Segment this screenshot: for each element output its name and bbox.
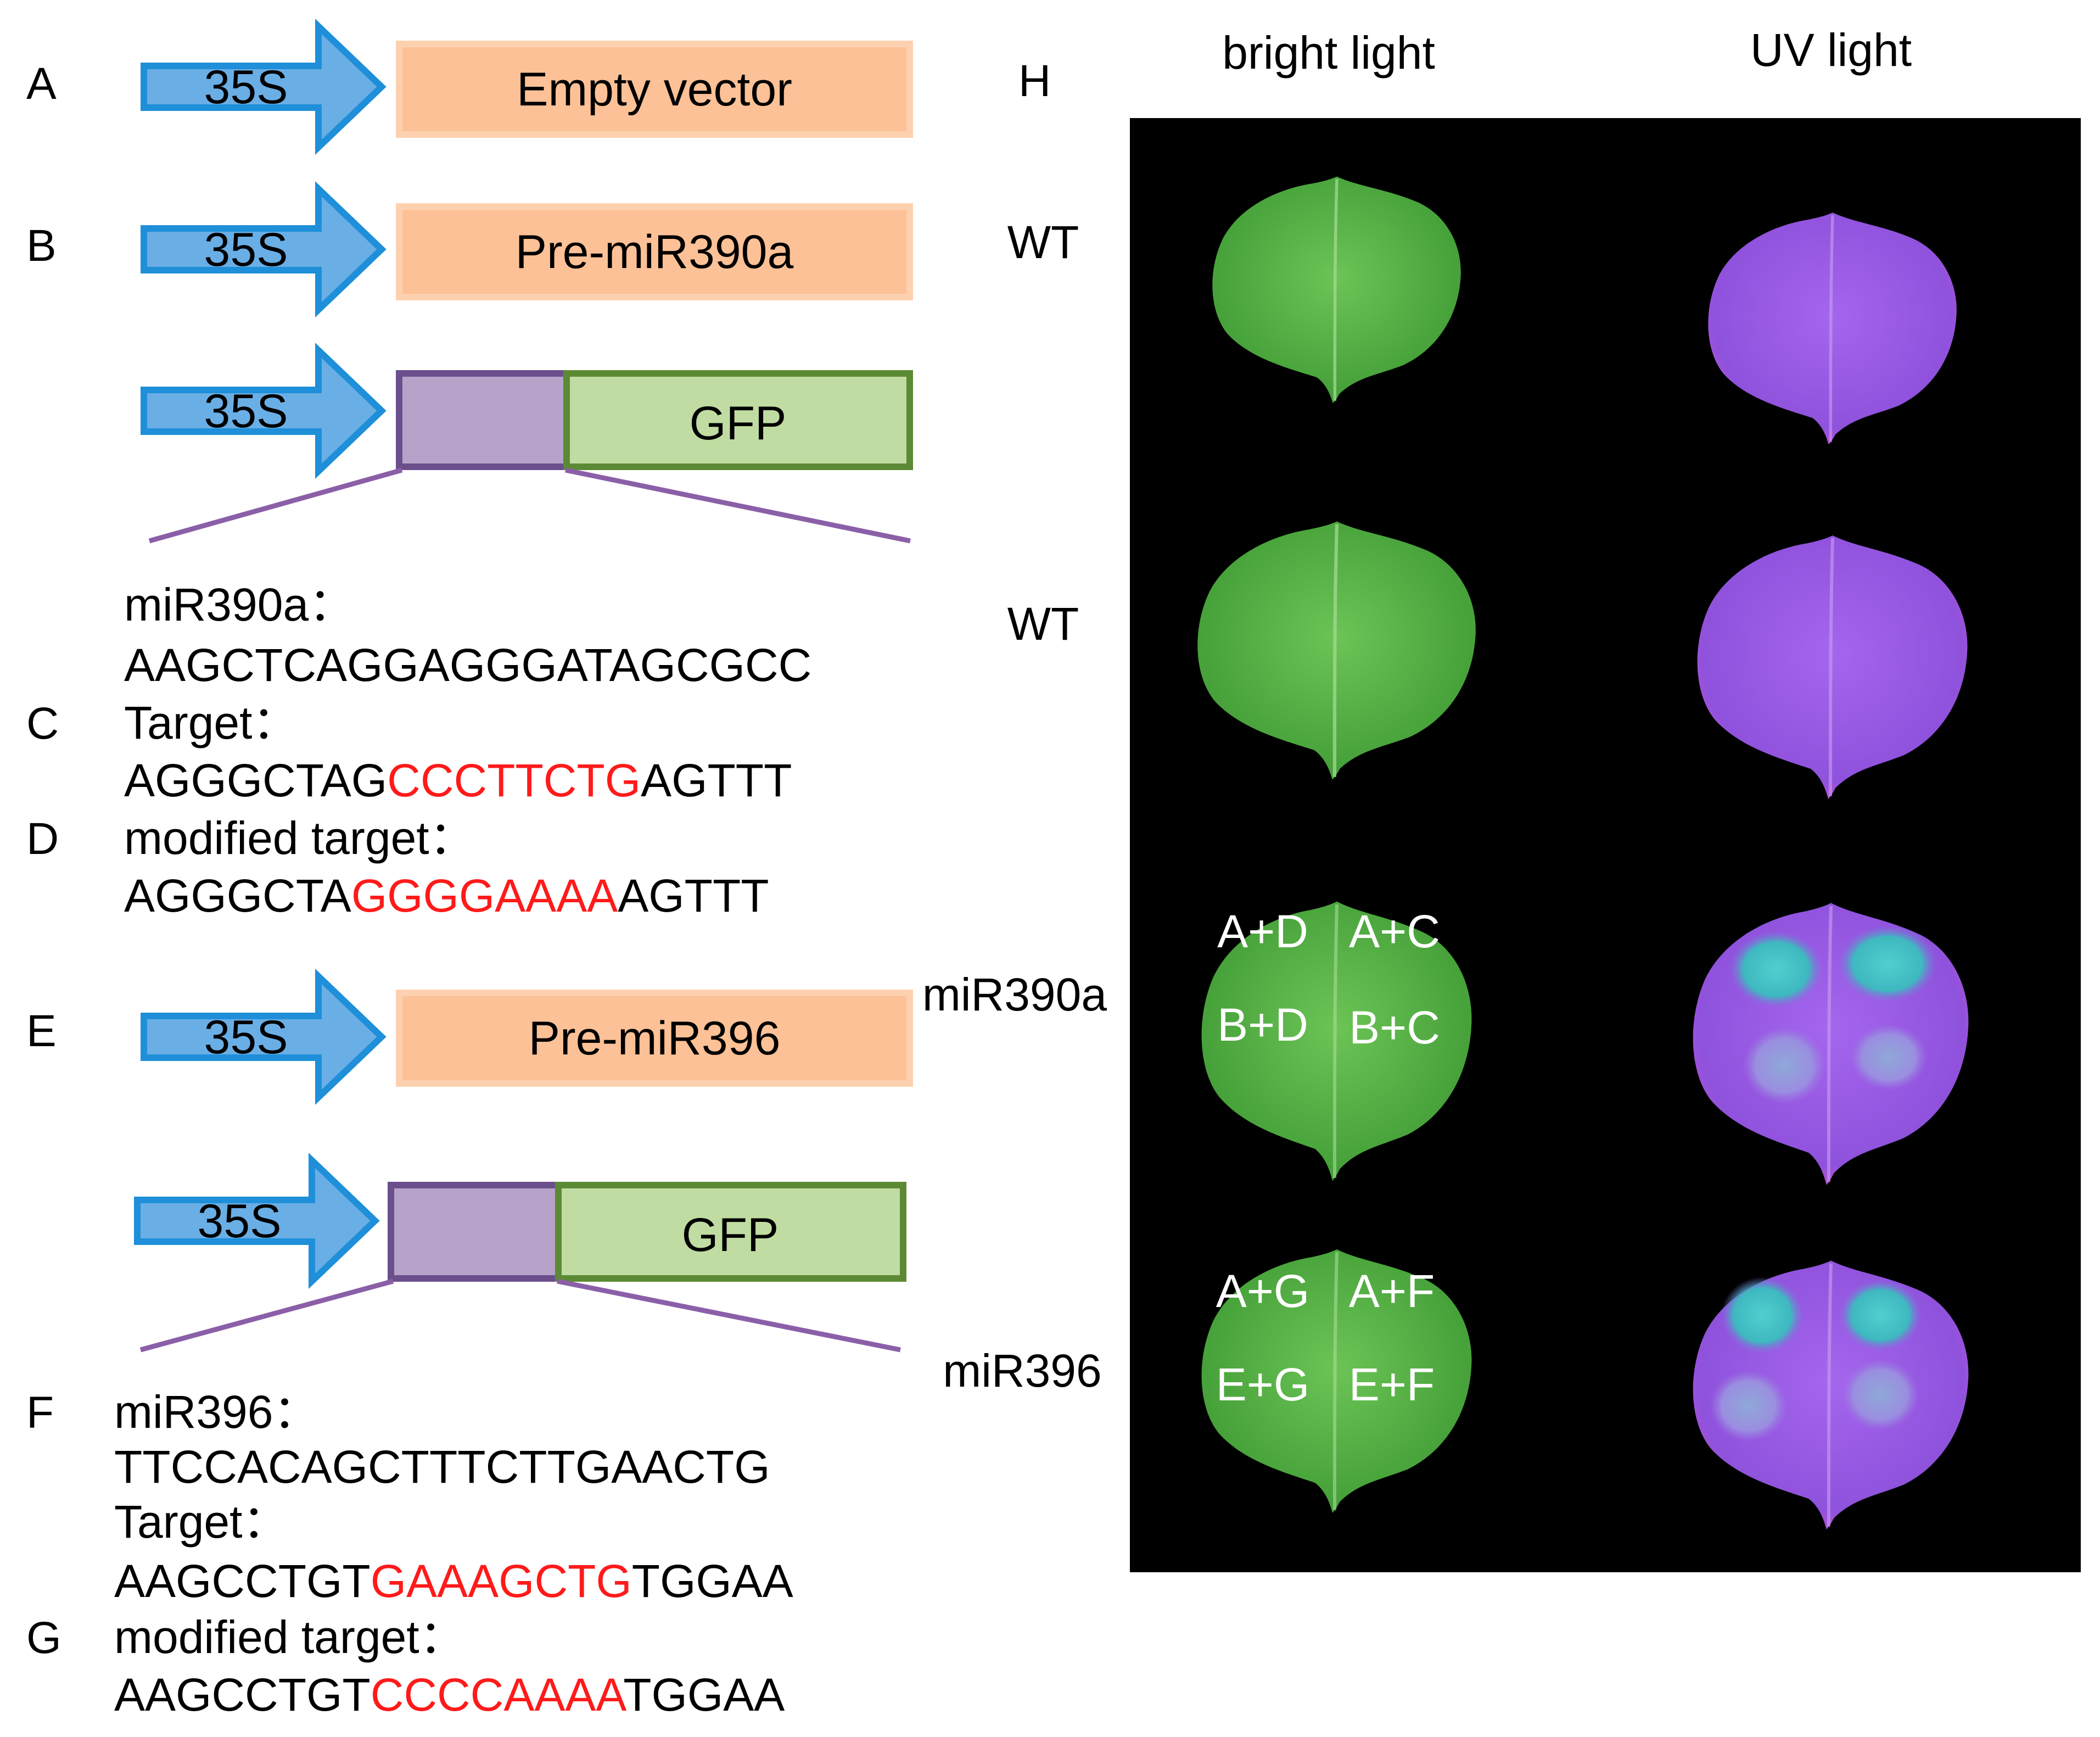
spot-label-e-g: E+G xyxy=(1216,1359,1309,1410)
leaf-wt2-bright xyxy=(1197,521,1476,780)
empty-vector-box xyxy=(396,41,913,138)
modified-target-label: modified target： xyxy=(114,1611,466,1663)
zoom-line-left xyxy=(148,467,403,544)
modified-target-sequence: AAGCCTGTCCCCAAAATGGAA xyxy=(114,1669,785,1721)
promoter-label: 35S xyxy=(204,224,288,276)
target-sequence-5prime: AAGCCTGT xyxy=(114,1555,371,1607)
sensor-construct-mir390a: 35S GFP xyxy=(141,342,913,544)
target-sequence: AAGCCTGTGAAAGCTGTGGAA xyxy=(114,1555,793,1607)
column-label-uv-light: UV light xyxy=(1750,24,1912,76)
panel-label-g: G xyxy=(26,1613,61,1663)
row-label-wt-2: WT xyxy=(1007,598,1079,650)
spot-label-b-c: B+C xyxy=(1349,1002,1440,1053)
modified-sequence-3prime: AGTTT xyxy=(618,870,769,921)
modified-target-sequence: AGGGCTAGGGGAAAAAGTTT xyxy=(124,870,769,921)
promoter-arrow xyxy=(134,1152,380,1289)
panel-label-c: C xyxy=(26,699,59,749)
target-sequence-5prime: AGGGCTAG xyxy=(124,755,387,806)
modified-sequence-5prime: AGGGCTA xyxy=(124,870,351,921)
gfp-box xyxy=(555,1182,906,1282)
modified-sequence-5prime: AAGCCTGT xyxy=(114,1669,371,1721)
modified-target-label: modified target： xyxy=(124,812,475,864)
gfp-spot-weak xyxy=(1850,1024,1927,1090)
promoter-label: 35S xyxy=(204,1011,288,1064)
promoter-arrow xyxy=(141,181,387,318)
gfp-spot-weak xyxy=(1710,1370,1787,1442)
construct-b: 35S Pre-miR390a xyxy=(141,181,913,318)
row-label-mir390a: miR390a xyxy=(922,969,1107,1020)
leaf-mir396-uv xyxy=(1693,1260,1969,1530)
target-sequence-site: GAAAGCTG xyxy=(371,1555,632,1607)
modified-sequence-3prime: TGGAA xyxy=(623,1669,785,1721)
pre-mir390a-label: Pre-miR390a xyxy=(516,226,794,278)
target-label: Target： xyxy=(124,697,298,749)
promoter-label: 35S xyxy=(204,385,288,438)
target-sequence-3prime: AGTTT xyxy=(641,755,792,806)
gfp-spot-weak xyxy=(1842,1359,1919,1431)
panel-label-e: E xyxy=(26,1006,57,1056)
target-sequence: AGGGCTAGCCCTTCTGAGTTT xyxy=(124,755,792,806)
promoter-arrow xyxy=(141,18,387,155)
target-site-box xyxy=(388,1182,562,1282)
mir390a-label: miR390a： xyxy=(124,579,355,630)
panel-label-h: H xyxy=(1018,56,1051,106)
empty-vector-label: Empty vector xyxy=(517,63,792,116)
gfp-spot-strong xyxy=(1729,931,1823,1008)
gfp-label: GFP xyxy=(690,397,787,450)
leaf-mir390a-uv xyxy=(1693,903,1969,1185)
gfp-box xyxy=(563,370,913,470)
spot-label-a-f: A+F xyxy=(1349,1265,1435,1317)
mir396-label: miR396： xyxy=(114,1386,319,1438)
sensor-construct-mir396: 35S GFP xyxy=(134,1152,906,1353)
gfp-spot-strong xyxy=(1838,925,1937,1002)
row-label-mir396: miR396 xyxy=(943,1345,1101,1397)
pre-mir396-box xyxy=(396,990,913,1087)
spot-label-e-f: E+F xyxy=(1349,1359,1435,1410)
spot-label-a-g: A+G xyxy=(1216,1265,1309,1317)
gfp-spot-weak xyxy=(1743,1027,1825,1104)
construct-a: 35S Empty vector xyxy=(141,18,913,155)
leaf-mir390a-bright xyxy=(1201,901,1472,1181)
row-label-wt-1: WT xyxy=(1007,216,1079,268)
zoom-line-right xyxy=(557,1278,901,1353)
gfp-spot-strong xyxy=(1721,1277,1804,1354)
leaf-wt-uv xyxy=(1708,213,1957,445)
target-sequence-site: CCCTTCTG xyxy=(387,755,641,806)
construct-e: 35S Pre-miR396 xyxy=(141,968,913,1105)
leaf-wt-bright xyxy=(1212,176,1461,404)
zoom-line-right xyxy=(565,467,911,544)
promoter-label: 35S xyxy=(197,1195,281,1248)
target-site-box xyxy=(396,370,570,470)
panel-label-d: D xyxy=(26,814,59,864)
sequences-mir390a: miR390a： AAGCTCAGGAGGGATAGCGCC Target： A… xyxy=(124,579,811,921)
target-label: Target： xyxy=(114,1496,288,1548)
promoter-arrow xyxy=(141,968,387,1105)
leaf-wt2-uv xyxy=(1697,535,1968,799)
gfp-spot-strong xyxy=(1839,1280,1922,1351)
modified-sequence-site: GGGGAAAA xyxy=(351,870,618,921)
spot-label-a-c: A+C xyxy=(1349,906,1440,957)
column-label-bright-light: bright light xyxy=(1222,27,1435,79)
panel-label-f: F xyxy=(26,1388,54,1438)
zoom-line-left xyxy=(139,1278,394,1353)
pre-mir390a-box xyxy=(396,203,913,300)
leaf-mir396-bright xyxy=(1201,1249,1472,1513)
promoter-label: 35S xyxy=(204,61,288,114)
mir396-sequence: TTCCACAGCTTTCTTGAACTG xyxy=(114,1441,770,1493)
gfp-label: GFP xyxy=(682,1209,779,1261)
mir390a-sequence: AAGCTCAGGAGGGATAGCGCC xyxy=(124,639,811,691)
promoter-arrow xyxy=(141,342,387,479)
modified-sequence-site: CCCCAAAA xyxy=(371,1669,627,1721)
spot-label-b-d: B+D xyxy=(1217,999,1308,1051)
sequences-mir396: miR396： TTCCACAGCTTTCTTGAACTG Target： AA… xyxy=(114,1386,793,1721)
spot-label-a-d: A+D xyxy=(1217,906,1308,957)
pre-mir396-label: Pre-miR396 xyxy=(529,1012,781,1065)
panel-label-b: B xyxy=(26,221,57,271)
panel-label-a: A xyxy=(26,59,57,109)
target-sequence-3prime: TGGAA xyxy=(632,1555,793,1607)
